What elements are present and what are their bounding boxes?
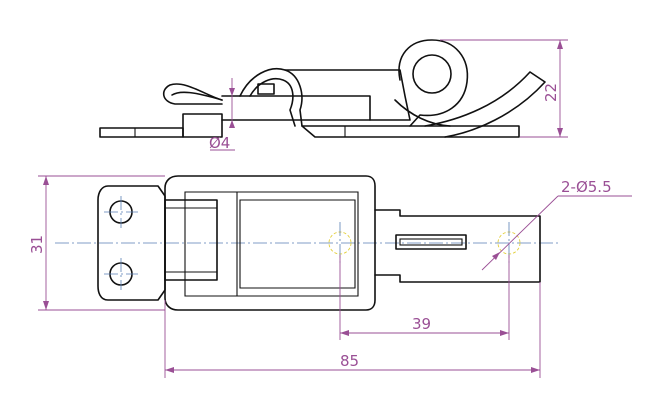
side-spring-loop [398, 39, 469, 127]
side-spring-arm [424, 71, 546, 138]
dim-22-arrow-bottom [557, 128, 563, 137]
side-lever-curve-inner [249, 78, 296, 127]
plan-striker-plate [374, 209, 541, 283]
side-upper-body [284, 69, 411, 121]
dim-39-arrow-left [340, 330, 349, 336]
dim-pin-arrow-top [229, 88, 235, 96]
dim-height-label: 22 [542, 83, 560, 102]
plan-lever-inner [239, 199, 356, 289]
side-hook-left [162, 83, 223, 105]
dim-31-arrow-top [43, 176, 49, 185]
dim-length-label: 85 [340, 352, 359, 370]
side-hook-inner [171, 91, 223, 101]
dim-22-arrow-top [557, 40, 563, 49]
side-view: 22 Ø4 [99, 39, 568, 152]
plan-view: 31 39 85 2-Ø5.5 [28, 175, 632, 378]
plan-slot-inner [399, 238, 463, 246]
dim-39-arrow-right [500, 330, 509, 336]
dim-85-arrow-left [165, 367, 174, 373]
dim-hole-arrow [492, 252, 500, 260]
side-spring-inner [394, 99, 451, 127]
dim-hole-leader [481, 195, 559, 271]
dim-pin-arrow-bottom [229, 120, 235, 128]
plan-hinge-plate [97, 185, 166, 301]
dim-spacing-label: 39 [412, 315, 431, 333]
plan-housing-inner [184, 191, 359, 297]
dim-31-arrow-bottom [43, 301, 49, 310]
dim-85-arrow-right [531, 367, 540, 373]
dim-hole-label: 2-Ø5.5 [561, 178, 612, 196]
side-hinge-knuckle [182, 113, 223, 138]
side-base-plate [99, 127, 184, 138]
dim-width-label: 31 [28, 235, 46, 254]
plan-housing-outer [164, 175, 376, 311]
side-slot [257, 83, 275, 95]
plan-slot [395, 234, 467, 250]
side-right-plate [301, 125, 520, 138]
plan-hinge-roller [164, 199, 218, 281]
side-lever-bar [221, 95, 371, 121]
dim-pin-label: Ø4 [209, 134, 230, 152]
side-spring-eye [412, 54, 452, 94]
